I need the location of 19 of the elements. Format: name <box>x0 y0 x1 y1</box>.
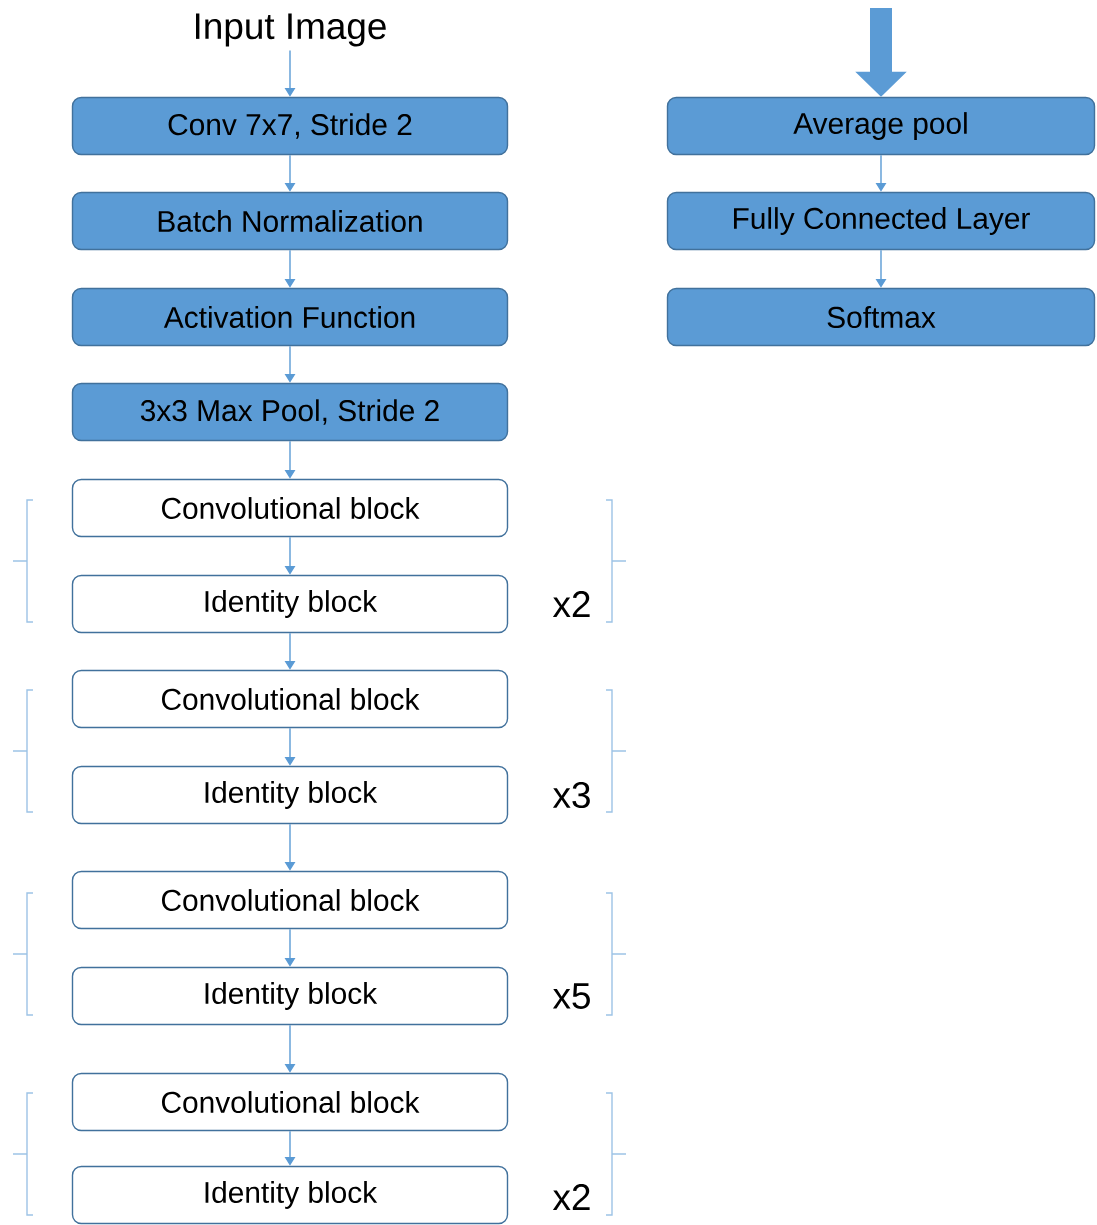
process-box: Identity block <box>71 765 509 825</box>
process-box: Convolutional block <box>71 870 509 930</box>
input-label: Input Image <box>195 13 386 47</box>
repeat-count: x2 <box>552 1184 590 1210</box>
process-box: Activation Function <box>71 287 509 347</box>
process-box: Convolutional block <box>71 478 509 538</box>
repeat-count: x3 <box>552 781 590 809</box>
process-box: Fully Connected Layer <box>666 191 1096 251</box>
process-box: Batch Normalization <box>71 191 509 251</box>
process-box: Conv 7x7, Stride 2 <box>71 96 509 156</box>
process-box: Softmax <box>666 287 1096 347</box>
process-box: Identity block <box>71 1165 509 1225</box>
repeat-count: x2 <box>552 591 590 617</box>
process-box: Identity block <box>71 574 509 634</box>
repeat-count: x5 <box>552 983 590 1009</box>
process-box: 3x3 Max Pool, Stride 2 <box>71 382 509 442</box>
process-box: Identity block <box>71 966 509 1026</box>
process-box: Convolutional block <box>71 669 509 729</box>
process-box: Convolutional block <box>71 1072 509 1132</box>
